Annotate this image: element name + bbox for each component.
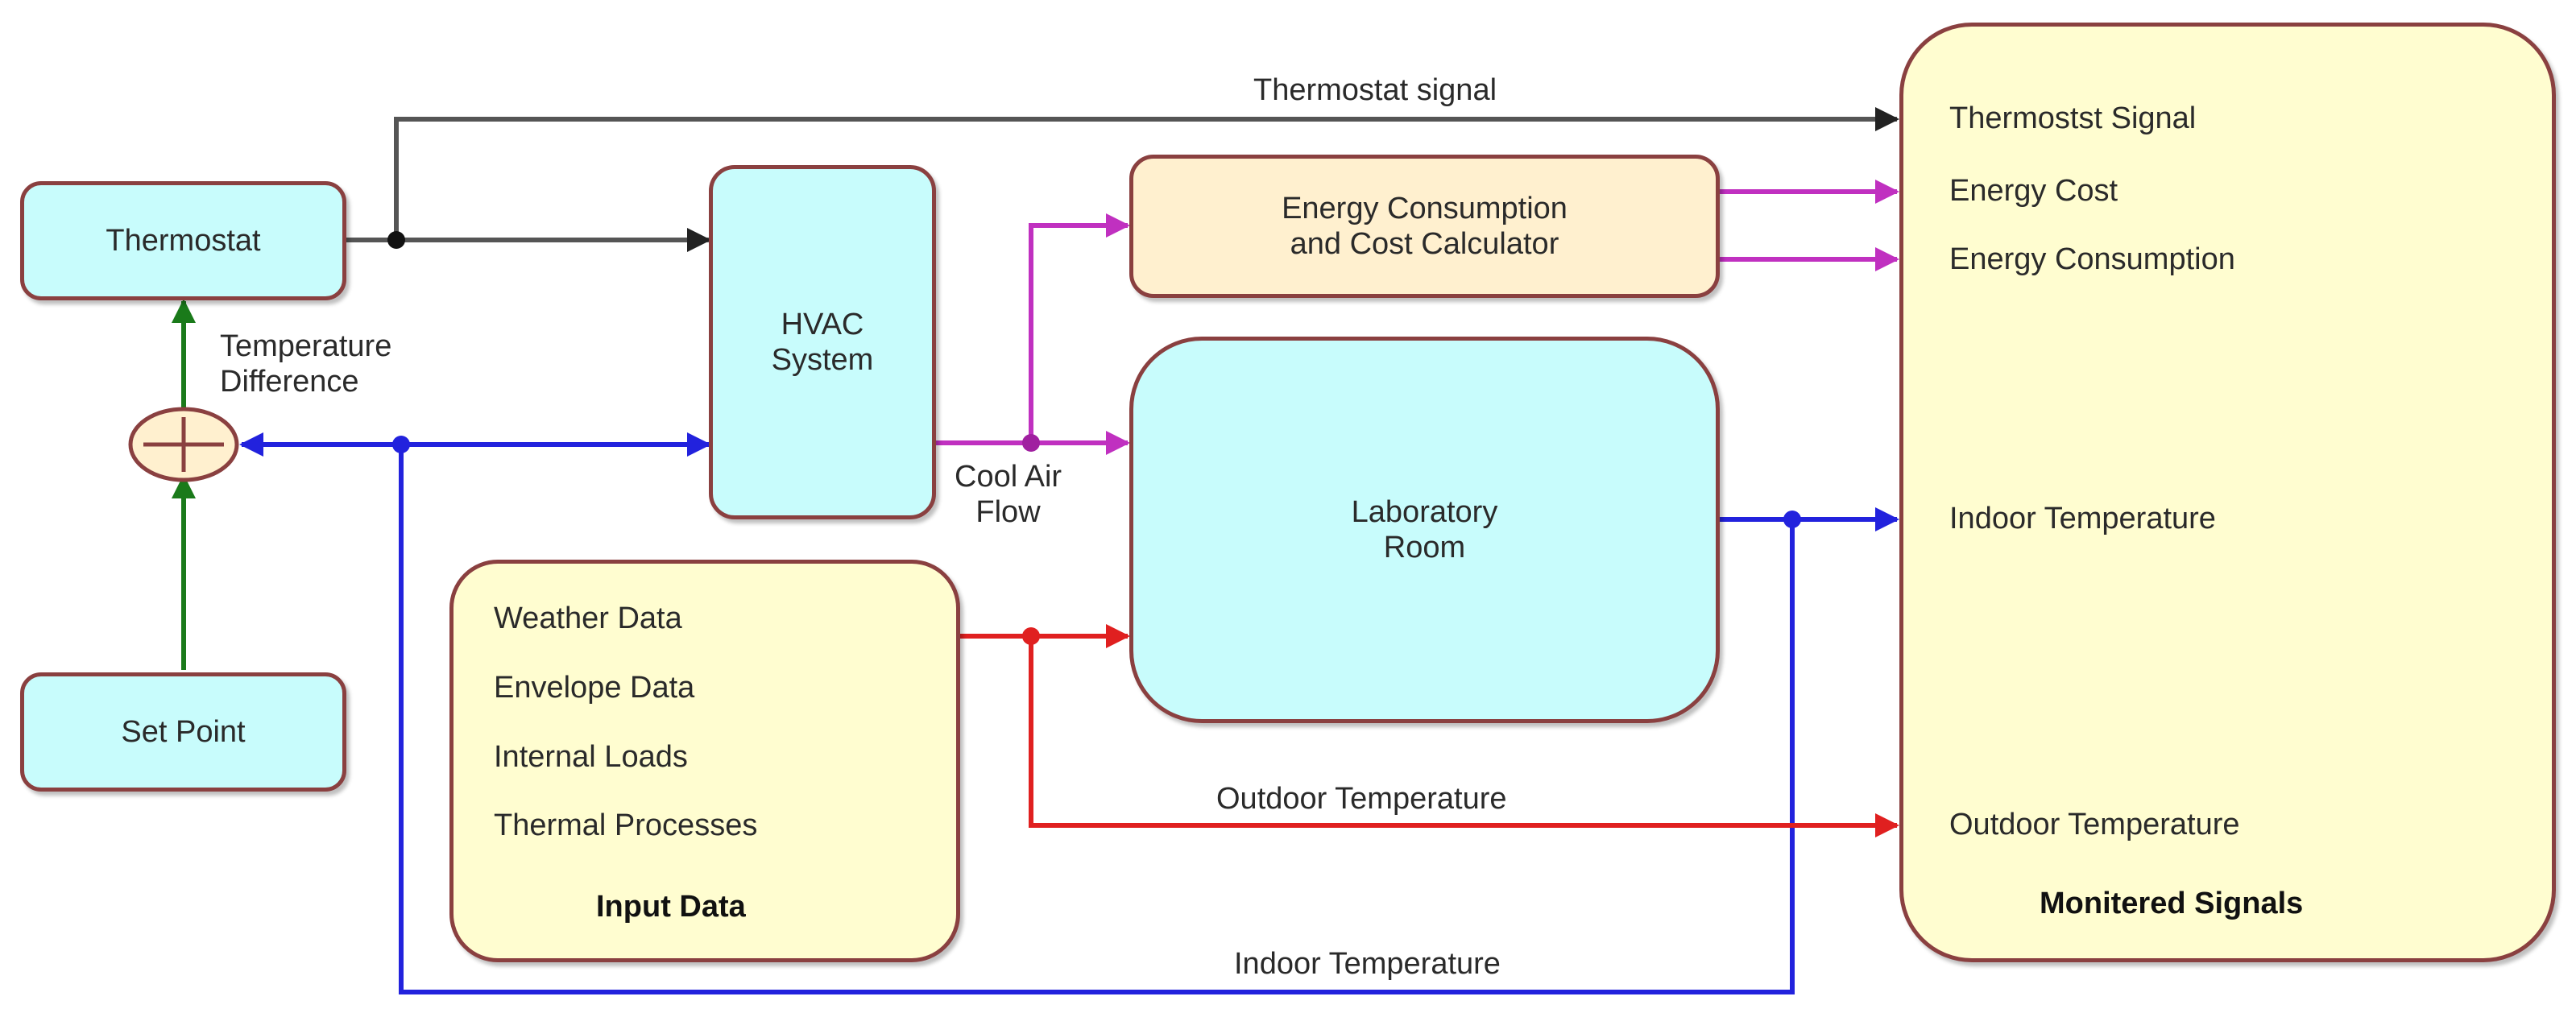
hvac-system-block[interactable]: HVAC System xyxy=(709,165,936,519)
temperature-difference-label: Temperature Difference xyxy=(220,329,392,399)
energy-calculator-block[interactable]: Energy Consumption and Cost Calculator xyxy=(1129,155,1720,298)
input-data-item: Weather Data xyxy=(494,602,682,635)
outdoor-temperature-label: Outdoor Temperature xyxy=(1216,782,1507,816)
hvac-system-label: HVAC System xyxy=(771,308,874,377)
thermostat-label: Thermostat xyxy=(106,224,261,258)
laboratory-room-block[interactable]: Laboratory Room xyxy=(1129,337,1720,723)
input-data-block[interactable] xyxy=(449,560,960,962)
input-data-title: Input Data xyxy=(596,890,746,924)
input-data-item: Thermal Processes xyxy=(494,808,758,842)
summing-junction xyxy=(128,407,239,482)
indoor-temperature-wires xyxy=(239,432,1899,994)
junction-dot xyxy=(1022,627,1040,645)
monitored-signal-item: Thermostst Signal xyxy=(1949,101,2197,135)
input-data-item: Envelope Data xyxy=(494,671,695,705)
monitored-signal-item: Energy Cost xyxy=(1949,174,2118,208)
junction-dot xyxy=(1022,434,1040,452)
thermostat-block[interactable]: Thermostat xyxy=(20,181,346,300)
monitored-signal-item: Energy Consumption xyxy=(1949,242,2235,276)
thermostat-signal-wires xyxy=(346,107,1899,252)
monitored-signals-title: Monitered Signals xyxy=(2040,887,2304,920)
monitored-signal-item: Outdoor Temperature xyxy=(1949,808,2240,841)
thermostat-signal-label: Thermostat signal xyxy=(1253,73,1497,107)
cool-air-flow-label: Cool Air Flow xyxy=(955,460,1062,529)
monitored-signal-item: Indoor Temperature xyxy=(1949,502,2216,535)
laboratory-room-label: Laboratory Room xyxy=(1351,495,1498,564)
set-point-label: Set Point xyxy=(121,715,246,749)
cool-air-flow-wires xyxy=(936,180,1899,455)
indoor-temperature-label: Indoor Temperature xyxy=(1234,947,1501,981)
junction-dot xyxy=(387,231,405,249)
junction-dot xyxy=(392,436,410,453)
monitored-signals-block[interactable] xyxy=(1899,23,2556,962)
energy-calculator-label: Energy Consumption and Cost Calculator xyxy=(1282,192,1568,261)
set-point-block[interactable]: Set Point xyxy=(20,672,346,792)
junction-dot xyxy=(1783,511,1801,528)
input-data-item: Internal Loads xyxy=(494,740,688,774)
outdoor-temperature-wires xyxy=(960,624,1899,837)
